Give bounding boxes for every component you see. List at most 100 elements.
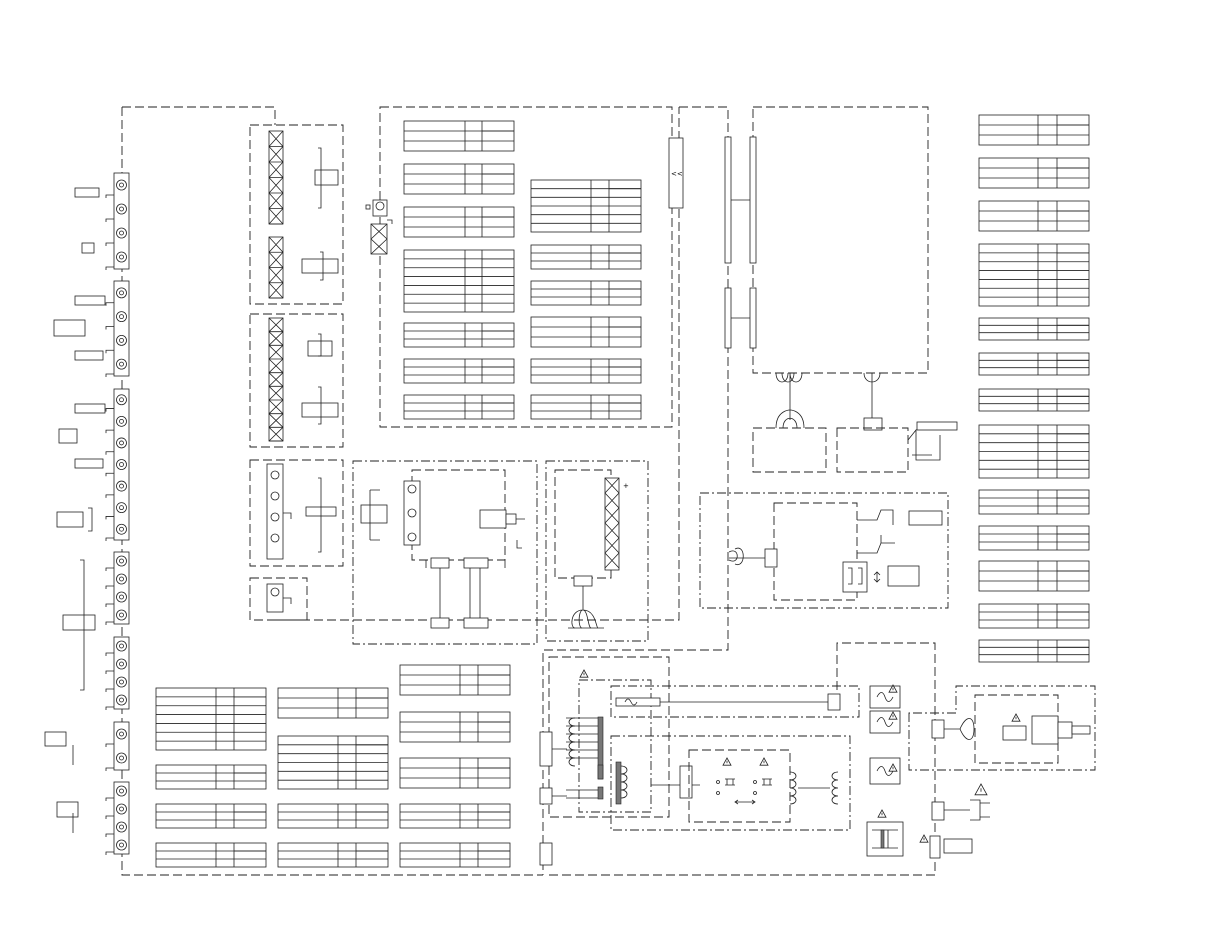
warning-icon	[877, 809, 887, 818]
rca-jack-icon	[105, 785, 127, 801]
rca-jack-icon	[105, 334, 127, 354]
rca-jack-icon	[105, 394, 127, 412]
parts-table	[155, 687, 267, 751]
jack-strip	[113, 551, 130, 625]
right-parts-table-group	[978, 114, 1090, 663]
bracket	[283, 147, 324, 604]
rca-jack-icon	[105, 555, 127, 571]
warning-icon	[722, 757, 732, 766]
parts-table	[399, 664, 511, 696]
rca-jack-icon	[270, 512, 280, 522]
parts-table	[403, 249, 515, 313]
parts-table	[978, 317, 1090, 341]
rca-jack-icon	[105, 640, 127, 656]
warning-icon	[579, 669, 589, 678]
warning-icon	[759, 757, 769, 766]
part-label-box	[301, 402, 339, 418]
parts-table	[403, 394, 515, 420]
part-label-box	[307, 340, 333, 357]
parts-table	[155, 803, 267, 829]
part-label-box	[314, 169, 339, 186]
rca-jack-icon	[105, 752, 127, 771]
rca-jack-icon	[105, 311, 127, 330]
rca-jack-icon	[105, 591, 127, 607]
rca-jack-icon	[105, 676, 127, 692]
parts-table	[277, 687, 389, 719]
parts-table	[403, 120, 515, 152]
rca-jack-icon	[105, 502, 127, 520]
part-label-box	[301, 258, 339, 274]
parts-table	[399, 842, 511, 868]
rca-jack-icon	[270, 491, 280, 501]
parts-table	[399, 757, 511, 789]
parts-table	[978, 603, 1090, 629]
warning-mark-group	[579, 669, 1021, 843]
parts-table	[978, 639, 1090, 663]
jack-strip	[113, 388, 130, 541]
parts-table	[530, 358, 642, 384]
rca-jack-icon	[105, 251, 127, 270]
jack-strip	[113, 721, 130, 771]
rca-jack-icon	[105, 523, 127, 541]
parts-table	[403, 322, 515, 348]
part-label-box	[81, 242, 95, 254]
rca-jack-icon	[105, 694, 127, 710]
bracket	[80, 507, 93, 691]
parts-table	[403, 358, 515, 384]
parts-table	[978, 560, 1090, 592]
part-label-box	[56, 801, 79, 818]
rca-jack-icon	[105, 821, 127, 837]
part-label-box	[53, 319, 86, 337]
jack-strip	[113, 636, 130, 710]
part-label-box	[56, 511, 84, 528]
part-label-box	[44, 731, 67, 747]
parts-table	[403, 206, 515, 238]
part-label-box	[74, 187, 100, 198]
jack-strip	[113, 781, 130, 855]
rca-jack-icon	[105, 609, 127, 625]
parts-table	[978, 489, 1090, 515]
parts-table	[403, 163, 515, 195]
parts-table	[399, 803, 511, 829]
parts-table	[978, 200, 1090, 232]
rca-jack-icon	[105, 415, 127, 434]
rca-jack-icon	[270, 533, 280, 543]
plus-mark: +	[623, 482, 629, 490]
jack-strip	[113, 172, 130, 270]
warning-icon	[888, 763, 898, 772]
rca-jack-icon	[105, 358, 127, 377]
rca-jack-icon	[105, 728, 127, 747]
part-label-box	[58, 428, 78, 444]
rca-jack-icon	[105, 437, 127, 455]
parts-table	[530, 280, 642, 306]
warning-icon	[974, 783, 988, 796]
part-label-box	[74, 458, 104, 469]
warning-icon	[919, 834, 929, 843]
parts-table	[399, 711, 511, 743]
warning-icon	[1011, 713, 1021, 722]
rca-jack-icon	[105, 459, 127, 477]
parts-table-group	[155, 120, 642, 868]
jack-strip	[113, 280, 130, 377]
switch-board-group	[249, 124, 344, 621]
middle-circuit: +	[352, 460, 649, 645]
input-jack-panel	[44, 172, 130, 855]
parts-table	[530, 316, 642, 348]
part-label-box	[62, 614, 96, 631]
part-label-box	[74, 295, 106, 306]
main-board-outline	[121, 106, 936, 876]
amp-section: <<	[668, 136, 958, 609]
parts-table	[155, 842, 267, 868]
rca-jack-icon	[105, 803, 127, 819]
small-connector	[365, 199, 393, 255]
parts-table	[277, 803, 389, 829]
switch-strip-group	[266, 130, 339, 613]
rca-jack-icon	[270, 470, 280, 480]
power-supply-section	[539, 656, 1096, 866]
warning-icon	[888, 684, 898, 693]
parts-table	[978, 352, 1090, 376]
part-label-box	[74, 403, 106, 414]
rca-jack-icon	[105, 227, 127, 246]
parts-table	[155, 764, 267, 790]
